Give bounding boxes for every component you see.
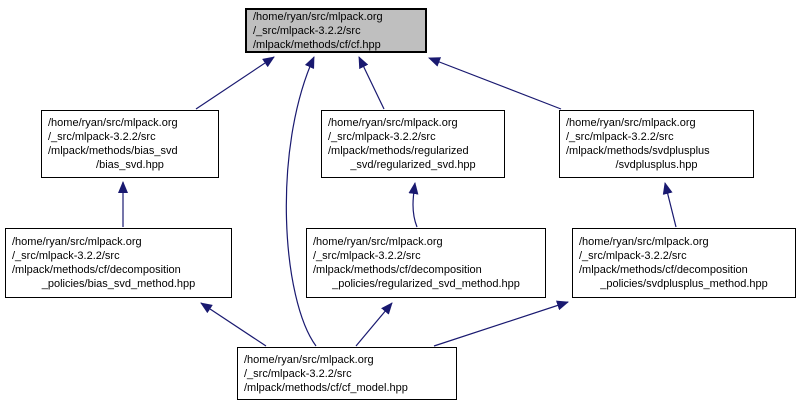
edge-cf-model-hpp-to-cf-hpp — [285, 56, 317, 347]
node-label-line: /_src/mlpack-3.2.2/src — [12, 250, 120, 262]
graph-node-bias-svd-method-hpp[interactable]: /home/ryan/src/mlpack.org /_src/mlpack-3.… — [5, 228, 232, 298]
graph-node-cf-model-hpp[interactable]: /home/ryan/src/mlpack.org/_src/mlpack-3.… — [237, 347, 457, 400]
edge-bias-svd-hpp-to-cf-hpp — [195, 56, 275, 110]
edge-cf-model-hpp-to-svdplusplus-method-hpp — [433, 300, 569, 347]
node-label-line: /mlpack/methods/cf/cf.hpp — [253, 38, 381, 51]
node-label-line: /svdplusplus.hpp — [615, 159, 698, 171]
edge-cf-model-hpp-to-regularized-svd-method-hpp — [355, 302, 393, 347]
node-label-line: /home/ryan/src/mlpack.org — [579, 236, 709, 248]
edge-regularized-svd-hpp-to-cf-hpp — [358, 56, 385, 110]
node-label-line: _policies/bias_svd_method.hpp — [41, 278, 196, 290]
node-label-line: /mlpack/methods/cf/decomposition — [313, 264, 482, 276]
graph-node-svdplusplus-method-hpp[interactable]: /home/ryan/src/mlpack.org /_src/mlpack-3.… — [572, 228, 796, 298]
node-label-line: /mlpack/methods/regularized — [328, 145, 469, 157]
node-label-line: /mlpack/methods/bias_svd — [48, 145, 178, 157]
node-label-line: _policies/svdplusplus_method.hpp — [600, 278, 768, 290]
node-label-line: /mlpack/methods/cf/cf_model.hpp — [244, 381, 408, 394]
graph-node-regularized-svd-hpp[interactable]: /home/ryan/src/mlpack.org /_src/mlpack-3.… — [321, 110, 505, 178]
node-label-line: /_src/mlpack-3.2.2/src — [313, 250, 421, 262]
edge-svdplusplus-hpp-to-cf-hpp — [428, 57, 562, 110]
node-label-line: /home/ryan/src/mlpack.org — [48, 117, 178, 129]
node-label-line: /_src/mlpack-3.2.2/src — [244, 367, 352, 380]
graph-node-svdplusplus-hpp[interactable]: /home/ryan/src/mlpack.org /_src/mlpack-3.… — [559, 110, 754, 178]
graph-node-cf-hpp: /home/ryan/src/mlpack.org/_src/mlpack-3.… — [245, 8, 427, 53]
node-label-line: /home/ryan/src/mlpack.org — [313, 236, 443, 248]
graph-node-regularized-svd-method-hpp[interactable]: /home/ryan/src/mlpack.org /_src/mlpack-3.… — [306, 228, 546, 298]
edge-regularized-svd-method-hpp-to-regularized-svd-hpp — [408, 182, 419, 228]
node-label-line: /home/ryan/src/mlpack.org — [12, 236, 142, 248]
edge-svdplusplus-method-hpp-to-svdplusplus-hpp — [662, 182, 677, 228]
node-label-line: /home/ryan/src/mlpack.org — [253, 10, 383, 23]
node-label-line: /bias_svd.hpp — [96, 159, 164, 171]
node-label-line: /home/ryan/src/mlpack.org — [566, 117, 696, 129]
node-label-line: /mlpack/methods/cf/decomposition — [12, 264, 181, 276]
node-label-line: /_src/mlpack-3.2.2/src — [328, 131, 436, 143]
node-label-line: _svd/regularized_svd.hpp — [350, 159, 476, 171]
node-label-line: /_src/mlpack-3.2.2/src — [579, 250, 687, 262]
edge-cf-model-hpp-to-bias-svd-method-hpp — [200, 302, 267, 347]
node-label-line: _policies/regularized_svd_method.hpp — [332, 278, 520, 290]
graph-node-bias-svd-hpp[interactable]: /home/ryan/src/mlpack.org /_src/mlpack-3.… — [41, 110, 219, 178]
node-label-line: /_src/mlpack-3.2.2/src — [48, 131, 156, 143]
node-label-line: /home/ryan/src/mlpack.org — [244, 353, 374, 366]
node-label-line: /mlpack/methods/svdplusplus — [566, 145, 710, 157]
node-label-line: /mlpack/methods/cf/decomposition — [579, 264, 748, 276]
node-label-line: /_src/mlpack-3.2.2/src — [566, 131, 674, 143]
node-label-line: /_src/mlpack-3.2.2/src — [253, 24, 361, 37]
node-label-line: /home/ryan/src/mlpack.org — [328, 117, 458, 129]
